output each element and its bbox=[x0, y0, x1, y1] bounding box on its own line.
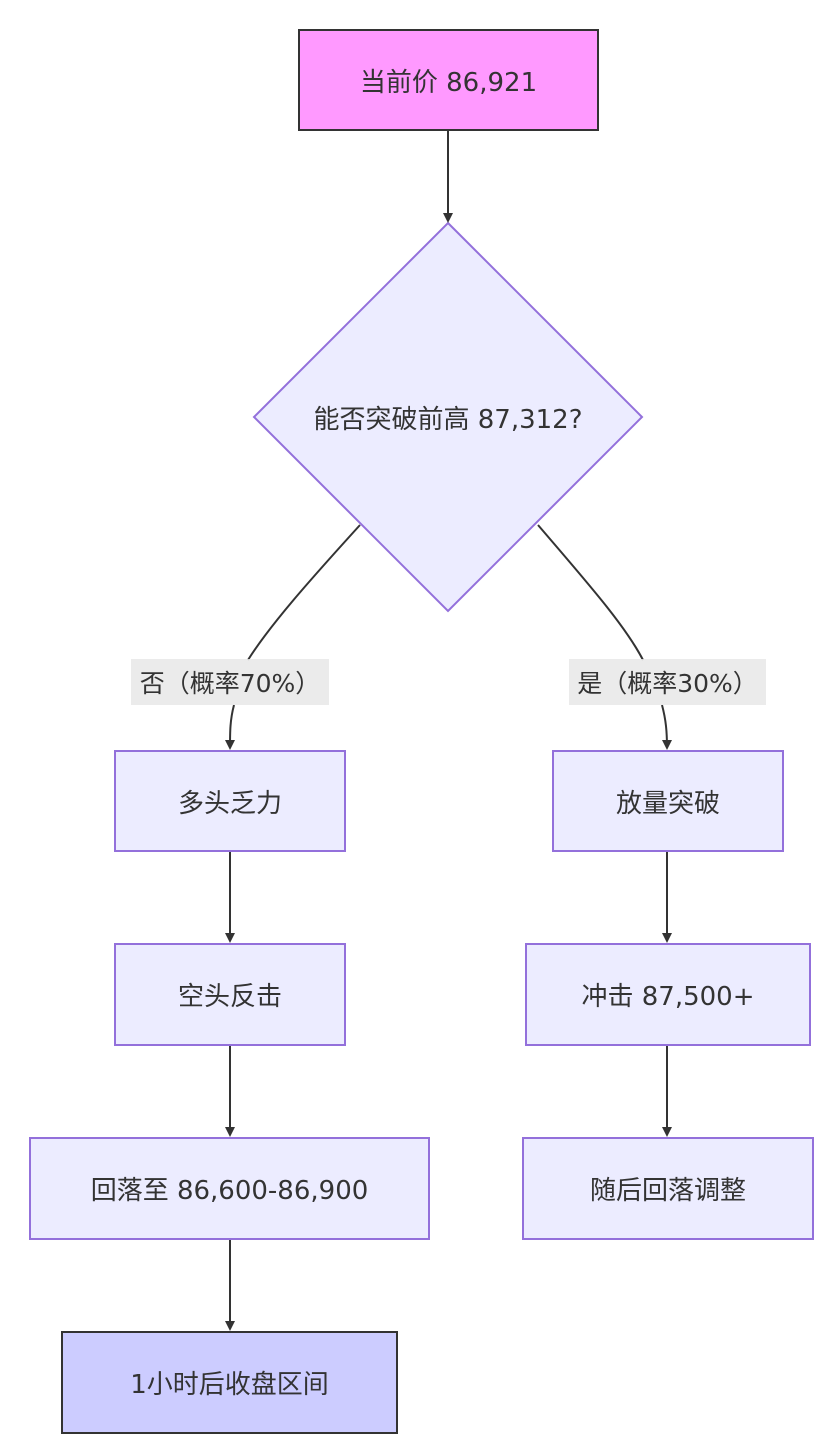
start-node: 当前价 86,921 bbox=[298, 29, 599, 131]
edge-no-label-to-no1 bbox=[225, 704, 236, 750]
node-pullback-adjust-label: 随后回落调整 bbox=[589, 1176, 746, 1206]
edge-label-no-text: 否（概率70%） bbox=[139, 669, 321, 698]
node-bears-counter-label: 空头反击 bbox=[177, 982, 282, 1012]
node-push-87500: 冲击 87,500+ bbox=[525, 943, 811, 1046]
edge-decision-to-no-label bbox=[247, 524, 361, 661]
node-volume-breakout-label: 放量突破 bbox=[615, 788, 720, 819]
node-bulls-weak: 多头乏力 bbox=[114, 750, 346, 852]
node-pullback-adjust: 随后回落调整 bbox=[522, 1137, 814, 1240]
node-push-87500-label: 冲击 87,500+ bbox=[581, 982, 755, 1012]
decision-diamond bbox=[252, 221, 644, 613]
edge-label-yes-text: 是（概率30%） bbox=[577, 669, 758, 698]
start-node-label: 当前价 86,921 bbox=[359, 67, 538, 98]
edge-label-no: 否（概率70%） bbox=[131, 659, 329, 705]
end-node: 1小时后收盘区间 bbox=[61, 1331, 398, 1434]
edge-yes-label-to-yes1 bbox=[661, 704, 672, 750]
node-volume-breakout: 放量突破 bbox=[552, 750, 784, 852]
node-fallback-range: 回落至 86,600-86,900 bbox=[29, 1137, 430, 1240]
edge-decision-to-yes-label bbox=[537, 524, 644, 661]
decision-node-label: 能否突破前高 87,312? bbox=[313, 404, 583, 435]
edge-label-yes: 是（概率30%） bbox=[569, 659, 766, 705]
node-bears-counter: 空头反击 bbox=[114, 943, 346, 1046]
node-fallback-range-label: 回落至 86,600-86,900 bbox=[90, 1176, 369, 1206]
node-bulls-weak-label: 多头乏力 bbox=[177, 788, 282, 819]
end-node-label: 1小时后收盘区间 bbox=[130, 1370, 329, 1400]
